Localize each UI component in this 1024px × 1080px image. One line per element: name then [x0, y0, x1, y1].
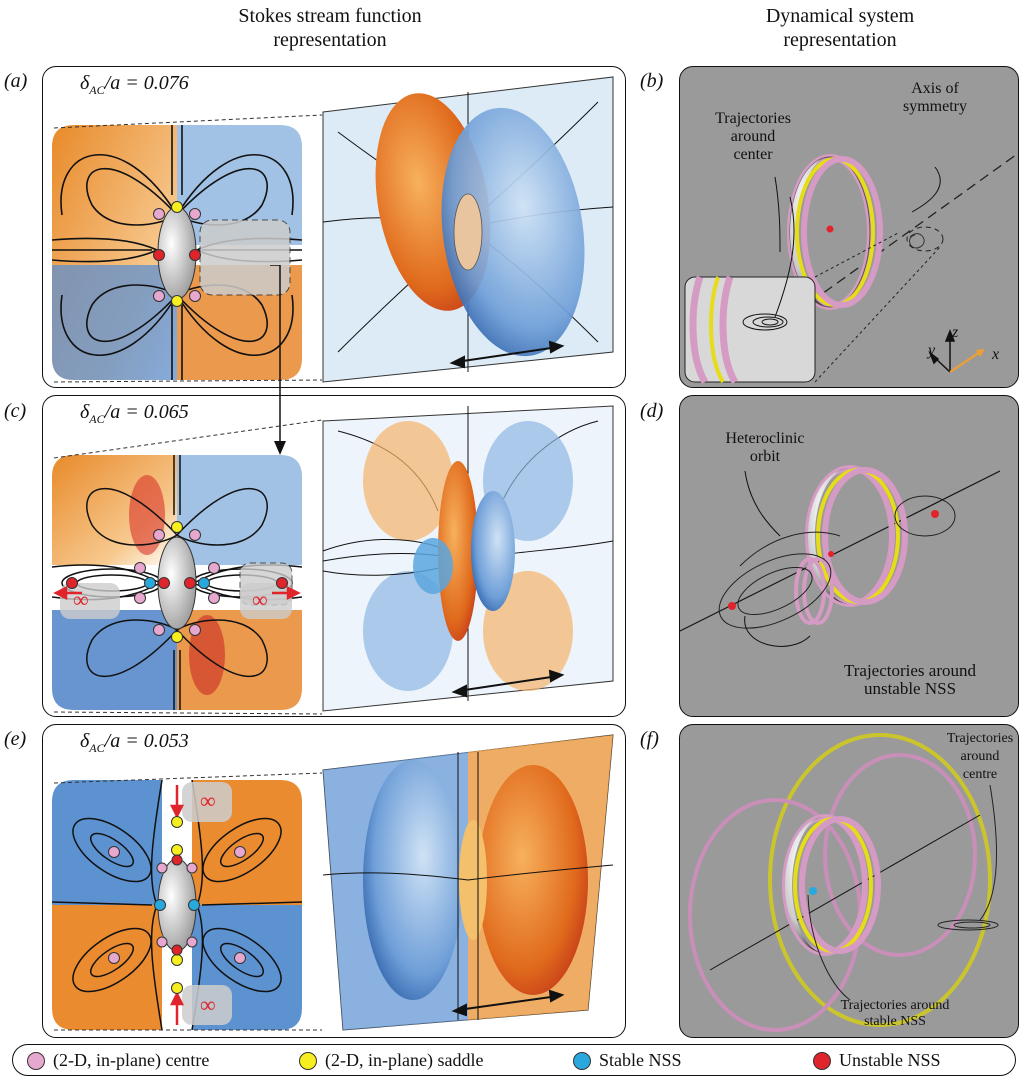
legend-item-saddle: (2-D, in-plane) saddle: [299, 1050, 483, 1071]
legend-item-unstable: Unstable NSS: [813, 1050, 941, 1071]
panel-d-label: (d): [640, 400, 664, 422]
panel-b-axis-z: z: [952, 324, 959, 341]
panel-d-heteroclinic-note: Heteroclinic orbit: [725, 430, 805, 465]
panel-c-streamfunction-2d: [52, 455, 302, 710]
panel-c-delta: δAC/a = 0.065: [80, 401, 189, 426]
panel-d-unstable-note: Trajectories around unstable NSS: [843, 661, 977, 698]
panel-b-label: (b): [640, 70, 664, 92]
panel-e-zoom-lines: [53, 772, 323, 1031]
panel-e-delta: δAC/a = 0.053: [80, 730, 189, 755]
stable-dot-icon: [573, 1051, 591, 1070]
panel-b-axis-note: Axis of symmetry: [903, 80, 967, 115]
panel-c-infinity-right: ∞: [252, 587, 268, 612]
panel-a-streamfunction-2d: [52, 125, 302, 380]
panel-e-infinity-top: ∞: [200, 788, 216, 813]
legend-label: Stable NSS: [599, 1050, 682, 1070]
panel-b: [679, 66, 1019, 388]
left-column-header: Stokes stream function representation: [238, 5, 422, 51]
panel-f-stable-note: Trajectories around stable NSS: [840, 998, 950, 1029]
panel-f-label: (f): [640, 728, 659, 750]
legend-item-centre: (2-D, in-plane) centre: [27, 1050, 209, 1071]
centre-dot-icon: [27, 1051, 45, 1070]
panel-a-delta: δAC/a = 0.076: [80, 72, 189, 97]
panel-c-zoom-arrow: [270, 265, 286, 455]
panel-b-axis-y: y: [928, 342, 936, 359]
panel-a-fixed-points: [153, 201, 201, 307]
panel-c-streamfunction-3d: [322, 405, 614, 712]
legend: (2-D, in-plane) centre (2-D, in-plane) s…: [12, 1044, 1016, 1076]
panel-a-zoom-lines: [53, 114, 323, 383]
panel-f: [679, 724, 1019, 1038]
panel-e-infinity-bottom: ∞: [200, 992, 216, 1017]
panel-a-label: (a): [4, 70, 28, 92]
legend-label: Unstable NSS: [839, 1050, 941, 1070]
panel-b-trajectory-note: Trajectories around center: [715, 110, 791, 163]
legend-item-stable: Stable NSS: [573, 1050, 682, 1071]
panel-e-streamfunction-3d: [322, 734, 614, 1031]
panel-c-infinity-left: ∞: [73, 587, 89, 612]
panel-e-streamfunction-2d: [52, 780, 302, 1030]
legend-label: (2-D, in-plane) saddle: [325, 1050, 484, 1070]
right-column-header: Dynamical system representation: [765, 5, 915, 51]
unstable-dot-icon: [813, 1051, 831, 1070]
panel-b-axis-x: x: [992, 346, 1000, 363]
panel-f-centre-note: Trajectories around centre: [946, 731, 1014, 782]
panel-e-label: (e): [4, 728, 27, 750]
panel-d: [679, 395, 1019, 717]
panel-c-zoom-lines: [53, 419, 323, 715]
panel-c-label: (c): [4, 400, 27, 422]
saddle-dot-icon: [299, 1051, 317, 1070]
panel-a-streamfunction-3d: [322, 76, 614, 383]
legend-label: (2-D, in-plane) centre: [53, 1050, 210, 1070]
